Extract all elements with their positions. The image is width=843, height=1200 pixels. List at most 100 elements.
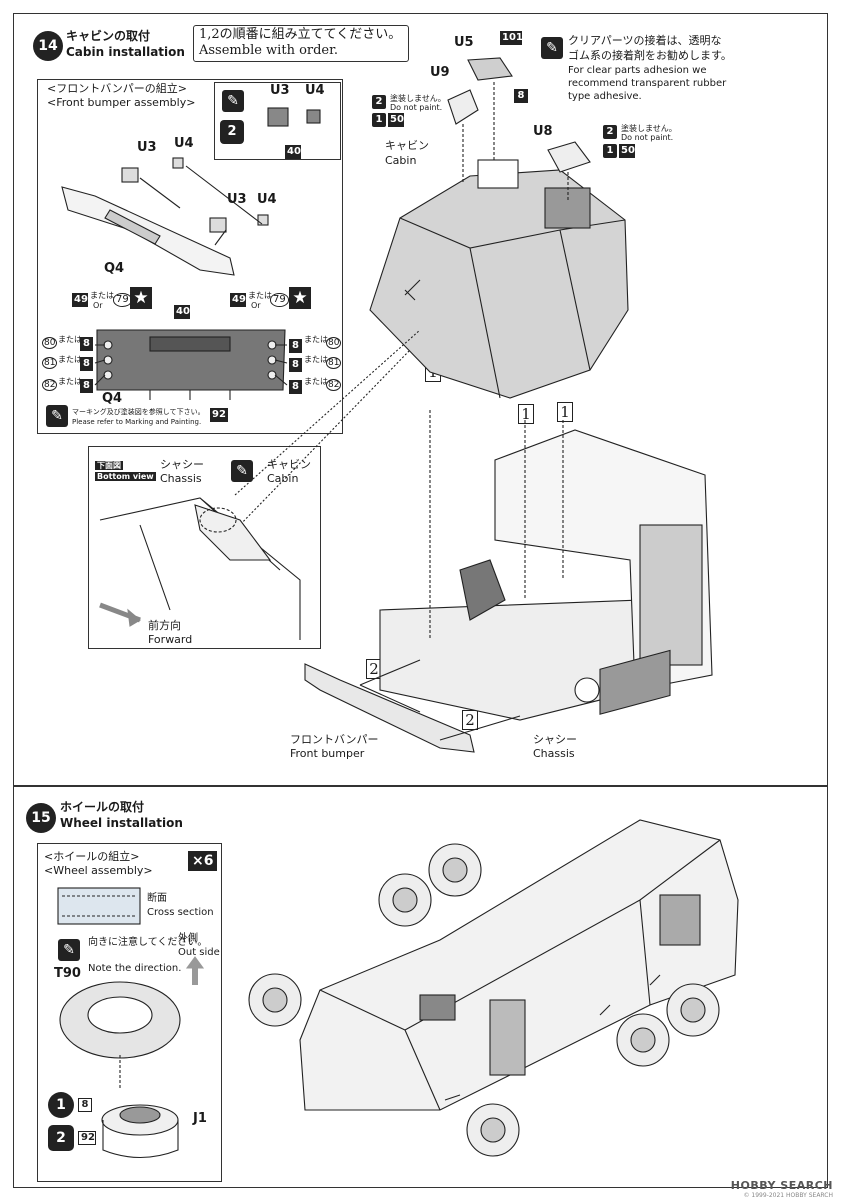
left-81: 81 [42,357,58,370]
color-40: 40 [174,305,190,319]
right-82-or: または [304,377,328,386]
decal-79-right: 79 [270,293,289,307]
forward-en: Forward [148,633,193,646]
wheel-color-8: 8 [78,1098,92,1112]
donot-jp-right: 塗装しません。 [621,124,677,133]
bumper-q4b-label: Q4 [102,391,123,406]
truck-body [299,819,739,1111]
bumper-panel-title-jp: <フロントバンパーの組立> [47,82,187,95]
bottom-view-bracket [194,504,272,561]
wheel-panel-title-en: <Wheel assembly> [44,864,153,877]
marking-note-en: Please refer to Marking and Painting. [72,418,202,426]
left-80-or: または [58,335,82,344]
donot-icon-2-right: 2 [603,125,617,139]
donot-jp-left: 塗装しません。 [390,94,446,103]
star-decal-right-icon: ★ [289,287,311,309]
decal-or-en-right: Or [251,301,261,310]
bottom-paint-icon: ✎ [231,460,253,482]
clear-note-en-2: recommend transparent rubber [568,78,727,89]
truck-grille [489,999,526,1076]
bumper-u3b-label: U3 [227,192,247,207]
u3-part [121,167,139,183]
step14-title-jp: キャビンの取付 [66,29,151,43]
left-82-eight: 8 [80,379,93,393]
forward-jp: 前方向 [148,619,181,632]
right-80: 80 [326,337,342,350]
order-note-en: Assemble with order. [199,43,339,58]
order-note-jp: 1,2の順番に組み立ててください。 [199,27,402,42]
cross-section-diagram [57,887,141,925]
step14-title-en: Cabin installation [66,45,185,59]
outside-en: Out side [178,947,220,958]
wheel-icon-2: 2 [48,1125,74,1151]
step15-title-jp: ホイールの取付 [60,800,145,814]
inset-color-40: 40 [285,145,301,159]
chassis-grille [639,524,703,666]
bumper-panel-title-en: <Front bumper assembly> [47,96,196,109]
donot-en-right: Do not paint. [621,133,674,142]
decal-or-jp-left: または [90,291,114,300]
cabin-roof-hatch [477,159,519,189]
clear-note-en-1: For clear parts adhesion we [568,65,707,76]
front-bumper-jp: フロントバンパー [290,733,379,746]
clear-icon-1-right: 1 [603,144,617,158]
bottom-chassis-en: Chassis [160,472,202,485]
u8-part [547,141,591,173]
clear-note-jp-2: ゴム系の接着剤をお勧めします。 [568,49,732,62]
wheel-multiplier: ×6 [188,851,218,872]
wheel-icon-1: 1 [48,1092,74,1118]
decal-or-en-left: Or [93,301,103,310]
right-81-or: または [304,355,328,364]
cross-section-jp: 断面 [147,893,167,904]
right-81-eight: 8 [289,358,302,372]
chassis-wheel-hub [574,677,600,703]
order-note [193,25,409,62]
chassis-label-jp: シャシー [533,733,577,746]
cross-section-en: Cross section [147,907,214,918]
watermark-copy: © 1999-2021 HOBBY SEARCH [743,1192,833,1200]
watermark: HOBBY SEARCH [730,1179,833,1192]
inset-u4-label: U4 [305,83,325,98]
truck-wheels [248,843,720,1157]
front-bumper-part [304,663,475,753]
order-1-mid: 1 [518,404,534,424]
bumper-u4-label: U4 [174,136,194,151]
bumper-q4-label: Q4 [104,261,125,276]
badge-8: 8 [514,89,528,103]
direction-paint-icon: ✎ [58,939,80,961]
color-92: 92 [210,408,228,422]
j1-label: J1 [193,1111,207,1126]
fifty-right: 50 [619,144,635,158]
chassis-label-en: Chassis [533,747,575,760]
t90-label: T90 [54,966,81,981]
left-80: 80 [42,337,58,350]
bumper-front-plate [96,329,286,391]
inset-paint-icon: ✎ [222,90,244,112]
right-82-eight: 8 [289,380,302,394]
bottom-cabin-jp: キャビン [267,458,311,471]
bottom-view-tag-en: Bottom view [95,472,156,482]
u5-part [467,57,513,81]
outside-jp: 外側 [178,933,198,944]
u3b-part [209,217,227,233]
direction-jp: 向きに注意してください。 [88,937,208,948]
front-bumper-en: Front bumper [290,747,365,760]
u8-label: U8 [533,124,553,139]
u4b-part [257,214,269,226]
truck-roof-vent [419,994,456,1021]
clear-icon-1-left: 1 [372,113,386,127]
direction-en: Note the direction. [88,963,182,974]
truck-roof-panel [599,649,671,715]
star-decal-left-icon: ★ [130,287,152,309]
cabin-label-en: Cabin [385,154,417,167]
bottom-chassis-jp: シャシー [160,458,204,471]
clear-paint-icon: ✎ [541,37,563,59]
donot-en-left: Do not paint. [390,103,443,112]
inset-color-2-icon: 2 [220,120,244,144]
wheel-color-92: 92 [78,1131,96,1145]
clear-note-jp-1: クリアパーツの接着は、透明な [568,34,722,47]
cabin-label-jp: キャビン [385,139,429,152]
left-81-eight: 8 [80,357,93,371]
badge-101: 101 [500,31,523,45]
